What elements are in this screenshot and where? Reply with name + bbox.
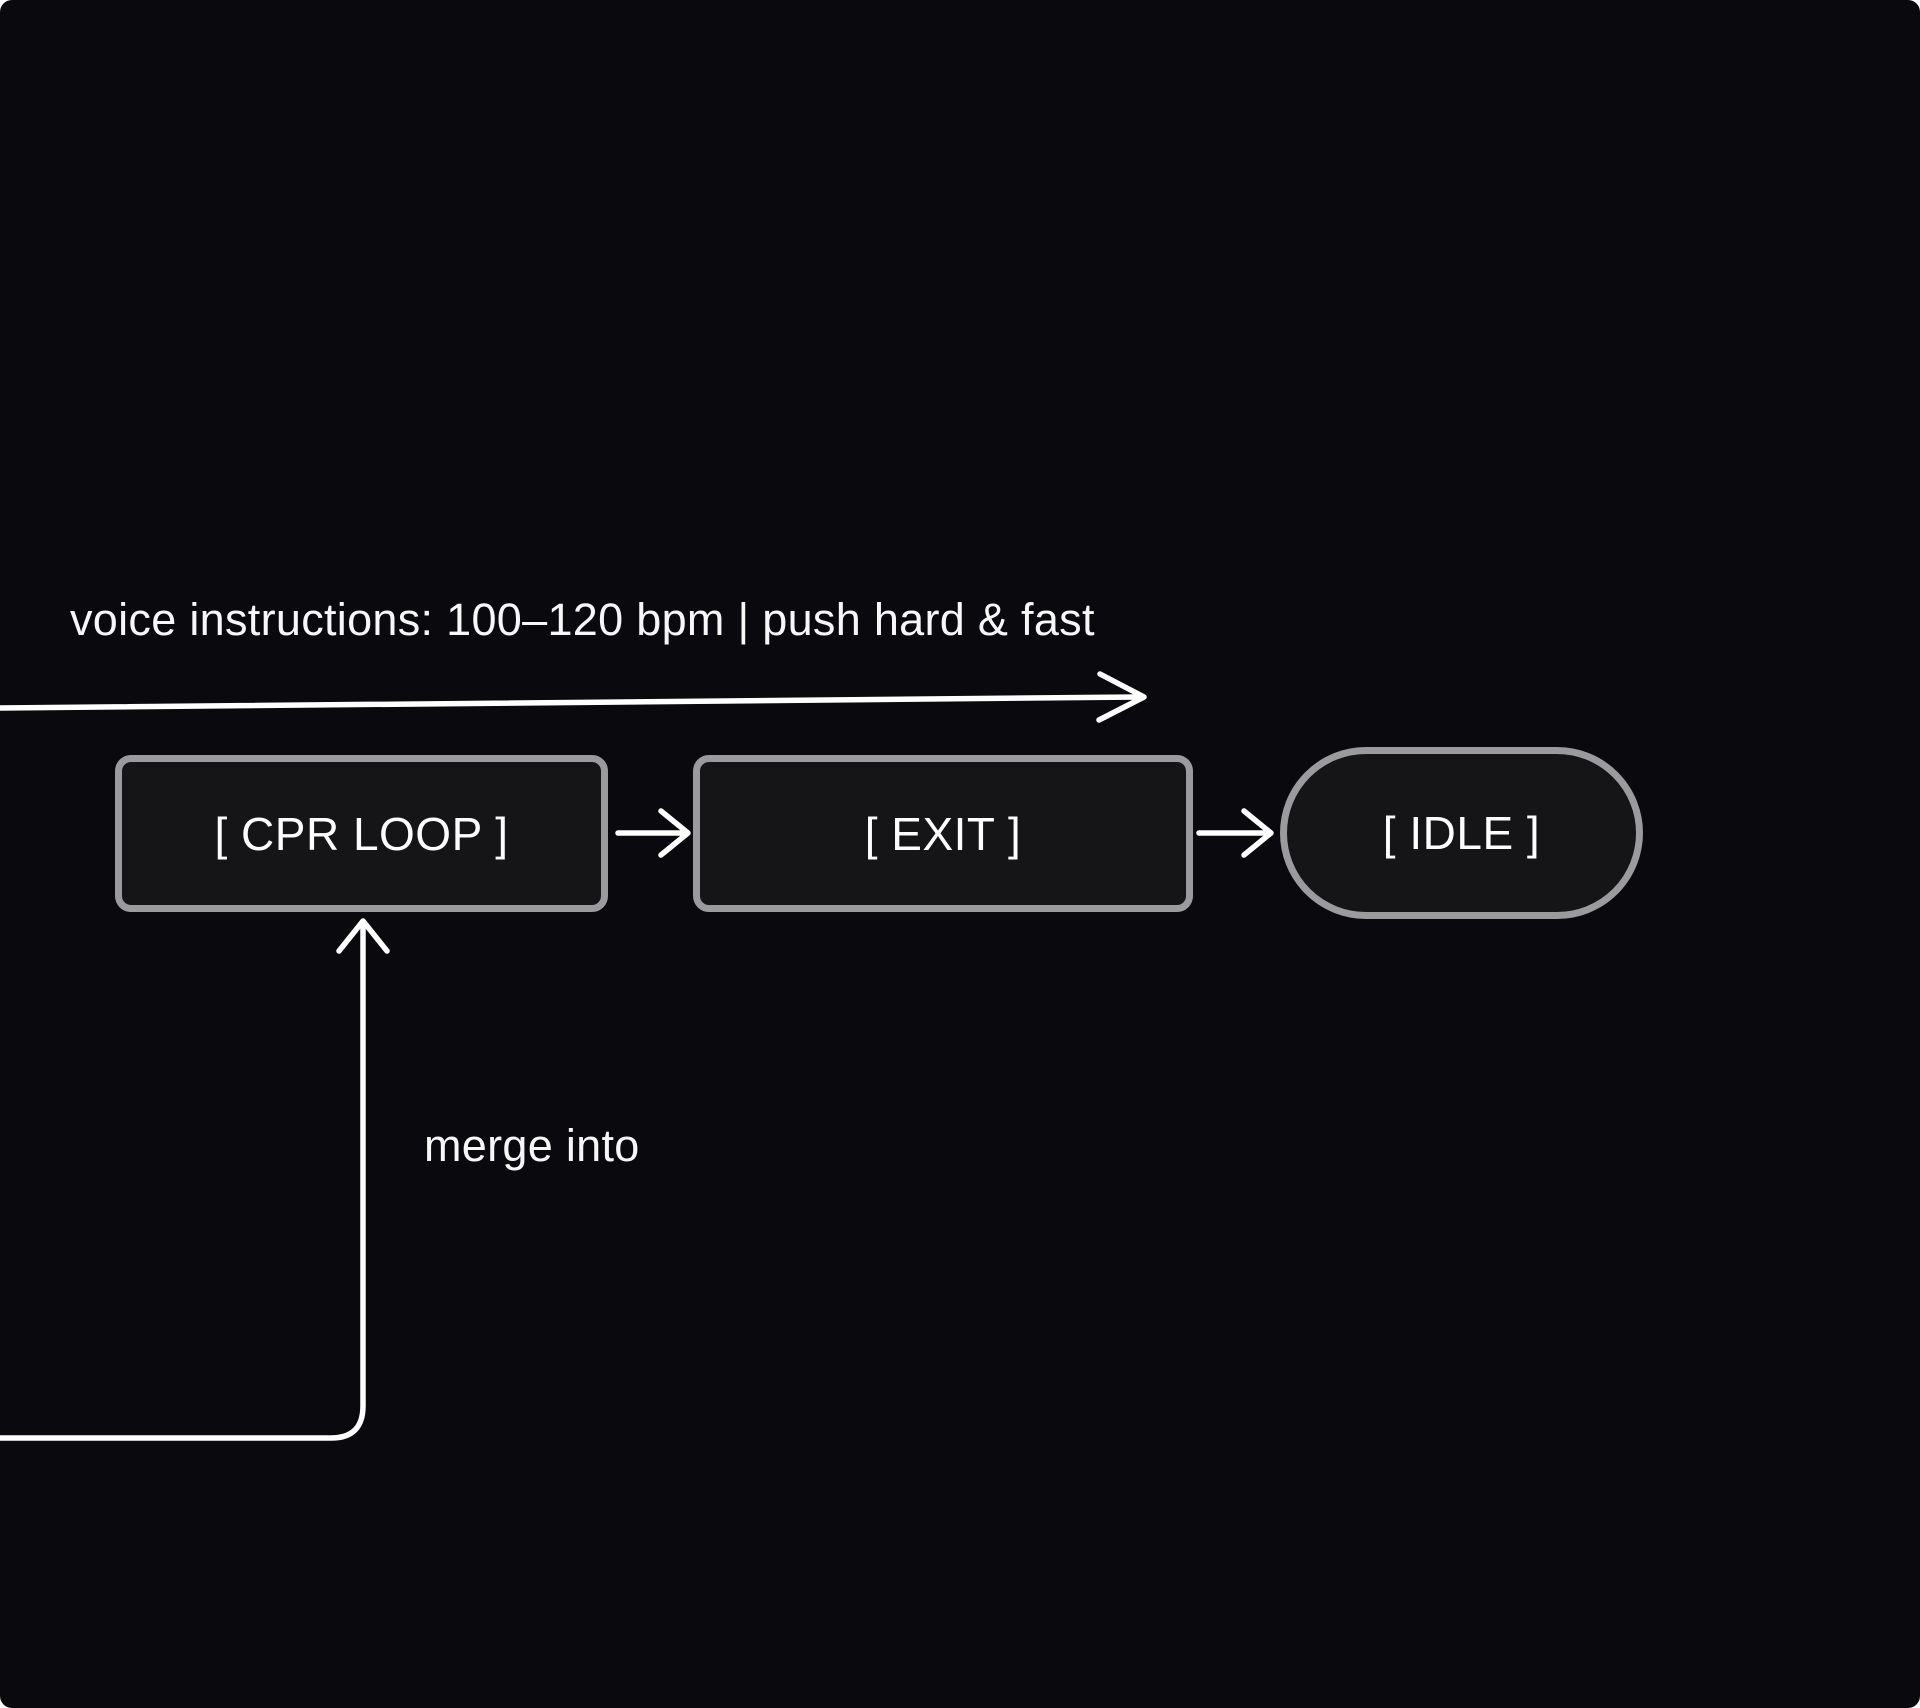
node-cpr-loop[interactable]: [ CPR LOOP ]	[115, 755, 608, 912]
arrowhead-right-icon	[1096, 671, 1147, 723]
edge-label-merge-into: merge into	[424, 1120, 640, 1171]
node-exit[interactable]: [ EXIT ]	[693, 755, 1193, 912]
edge-label-voice-instructions: voice instructions: 100–120 bpm | push h…	[70, 594, 1095, 645]
edge-merge-into-arrow	[0, 918, 390, 1441]
arrowhead-up-icon	[336, 918, 390, 954]
edge-voice-instructions-arrow	[0, 671, 1147, 723]
edge-exit-to-idle-arrow	[1196, 808, 1274, 858]
arrowhead-right-icon	[1241, 808, 1274, 858]
arrowhead-right-icon	[658, 808, 691, 858]
edge-cpr-to-exit-arrow	[615, 808, 691, 858]
node-idle[interactable]: [ IDLE ]	[1280, 747, 1643, 919]
